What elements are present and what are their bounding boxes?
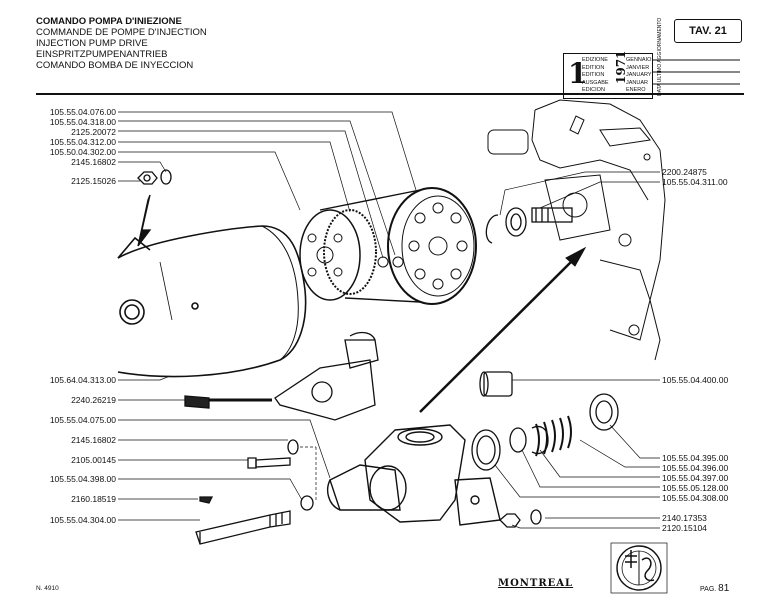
edition-month: JANUARY <box>626 72 652 79</box>
part-number-label: 2145.16802 <box>71 435 116 445</box>
part-number-label: 105.55.04.075.00 <box>49 415 116 425</box>
part-number-label: 105.55.04.397.00 <box>662 473 729 483</box>
part-number-label: 105.55.04.308.00 <box>662 493 729 503</box>
part-number-label: 105.55.04.396.00 <box>662 463 729 473</box>
edition-labels: EDIZIONE EDITION EDITION AUSGABE EDICION <box>582 57 609 95</box>
part-number-label: 105.55.04.318.00 <box>49 117 116 127</box>
engine-block-drawing <box>487 99 666 361</box>
title-english: INJECTION PUMP DRIVE <box>36 38 148 49</box>
part-number-label: 2125.20072 <box>71 127 116 137</box>
part-number-label: 2145.16802 <box>71 157 116 167</box>
edition-label: EDIZIONE <box>582 57 608 63</box>
edition-label: EDITION <box>582 72 605 79</box>
part-number-label: 2120.15104 <box>662 523 707 533</box>
leader-lines-left <box>118 111 417 521</box>
edition-number: 1 <box>568 57 588 90</box>
part-number-label: 105.55.04.312.00 <box>49 137 116 147</box>
part-number-label: 105.55.05.128.00 <box>662 483 729 493</box>
page-label: PAG. <box>700 586 717 593</box>
nut-washer-drawing <box>137 169 172 247</box>
edition-label: EDICION <box>582 87 605 94</box>
part-number-label: 105.50.04.302.00 <box>49 147 116 157</box>
right-parts-drawing <box>471 371 619 528</box>
leader-lines-right <box>494 171 660 529</box>
assembly-arrow <box>419 246 587 413</box>
title-german: EINSPRITZPUMPENANTRIEB <box>36 49 168 60</box>
part-number-label: 2200.24875 <box>662 167 707 177</box>
table-reference: TAV. 21 <box>689 25 727 37</box>
timing-cover-drawing <box>117 225 307 378</box>
title-french: COMMANDE DE POMPE D'INJECTION <box>36 27 207 38</box>
edition-month: GENNAIO <box>626 57 652 63</box>
part-number-label: 2140.17353 <box>662 513 707 523</box>
edition-month: ENERO <box>626 87 646 94</box>
header-rule <box>36 93 744 95</box>
part-number-label: 105.55.04.398.00 <box>49 474 116 484</box>
page-indicator: PAG. 81 <box>700 583 729 594</box>
fasteners-drawing <box>195 439 314 545</box>
part-number-label: 105.55.04.304.00 <box>49 515 116 525</box>
edition-label: AUSGABE <box>582 79 609 86</box>
alfa-romeo-logo <box>610 542 668 594</box>
edition-label: EDITION <box>582 64 605 71</box>
part-number-label: 2240.26219 <box>71 395 116 405</box>
part-number-label: 105.64.04.313.00 <box>49 375 116 385</box>
page-number: 81 <box>718 583 730 594</box>
part-number-label: 105.55.04.395.00 <box>662 453 729 463</box>
update-lines <box>652 59 740 85</box>
seal-hub-drawing <box>485 207 573 244</box>
part-number-label: 105.55.04.400.00 <box>662 375 729 385</box>
bracket-drawing <box>184 331 379 421</box>
part-number-label: 105.55.04.311.00 <box>662 177 728 187</box>
edition-months: GENNAIO JANVIER JANUARY JANUAR ENERO <box>626 57 652 95</box>
part-number-label: 2105.00145 <box>71 455 116 465</box>
document-number: N. 4910 <box>36 585 59 592</box>
pump-housing-drawing <box>327 424 501 526</box>
part-number-label: 2160.18519 <box>71 494 116 504</box>
title-italian: COMANDO POMPA D'INIEZIONE <box>36 16 182 27</box>
part-number-label: 2125.15026 <box>71 176 116 186</box>
part-number-label: 105.55.04.076.00 <box>49 107 116 117</box>
table-reference-box: TAV. 21 <box>674 19 742 43</box>
drive-pulley-drawing <box>387 187 477 305</box>
edition-month: JANVIER <box>626 64 650 71</box>
edition-month: JANUAR <box>626 79 649 86</box>
brand-name: MONTREAL <box>498 578 574 589</box>
title-spanish: COMANDO BOMBA DE INYECCION <box>36 60 194 71</box>
edition-stamp: 1 EDIZIONE EDITION EDITION AUSGABE EDICI… <box>563 51 653 99</box>
